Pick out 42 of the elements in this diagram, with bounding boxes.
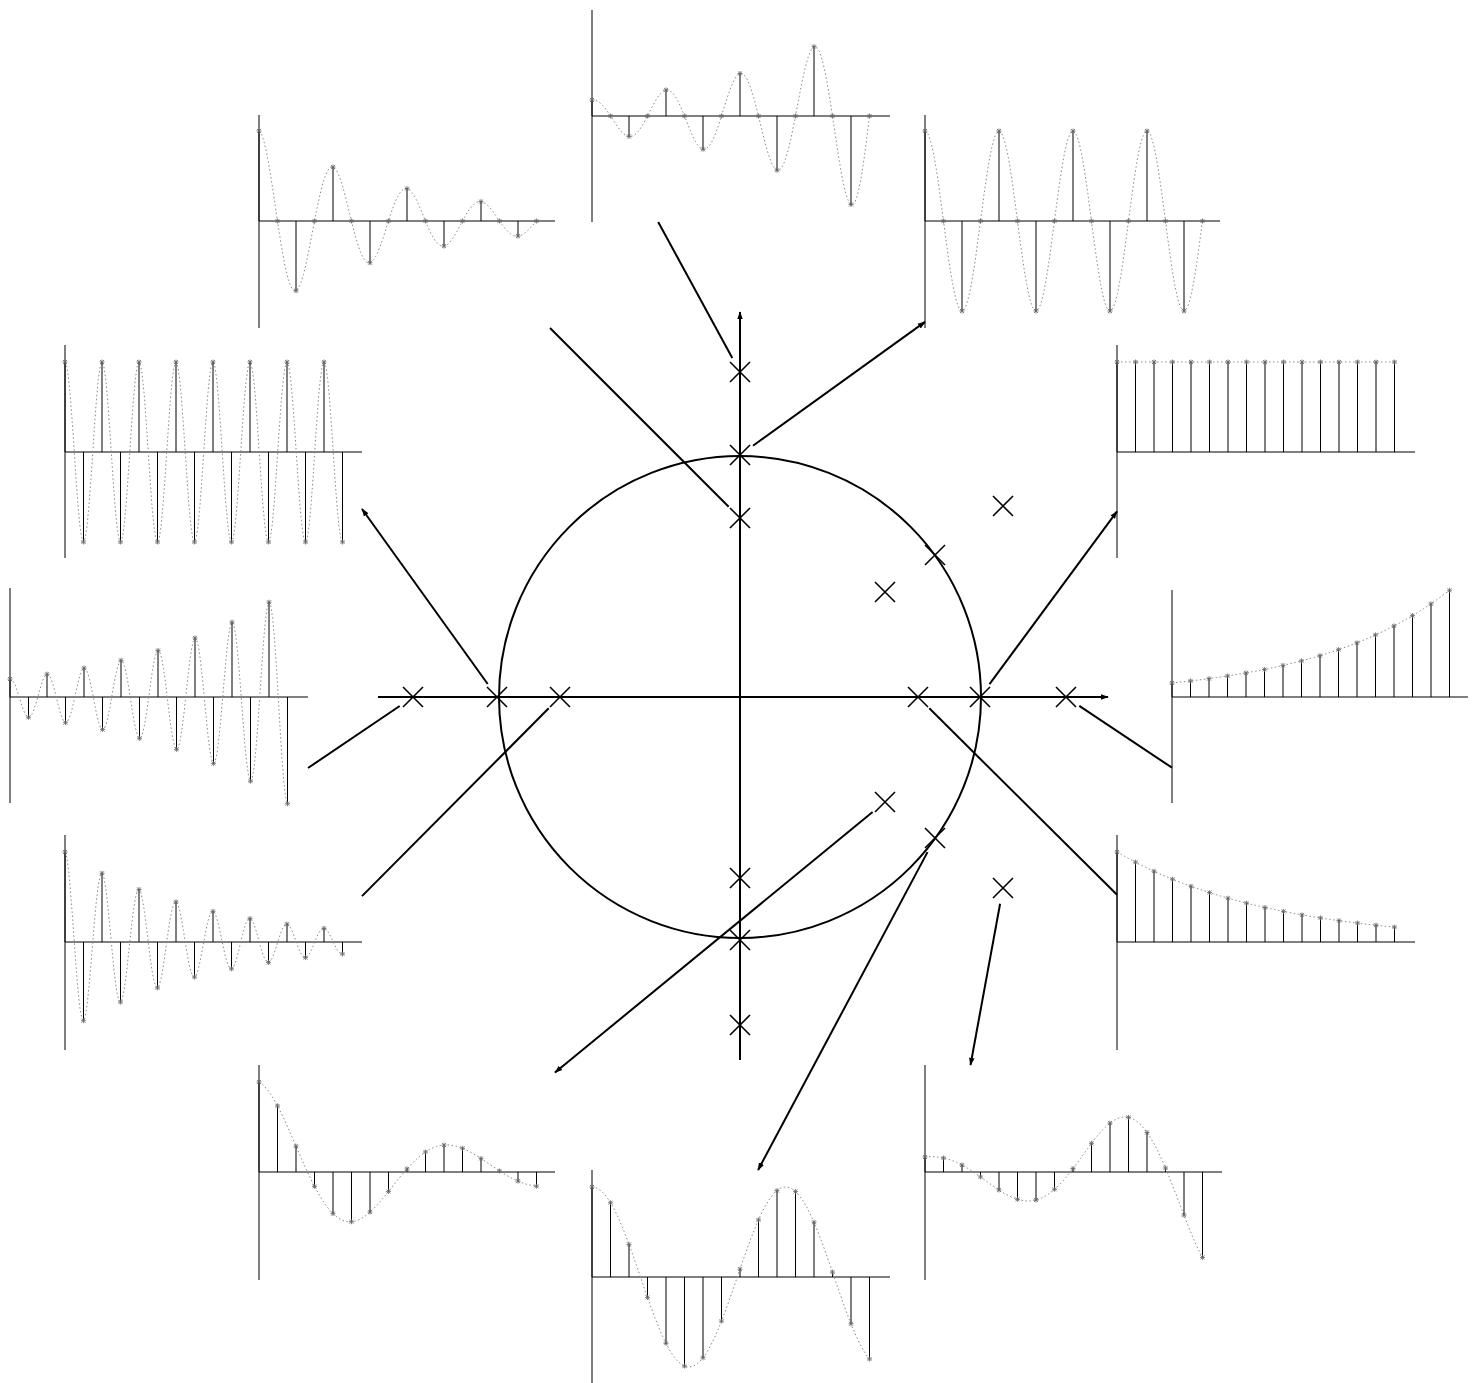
pole-marker <box>969 686 991 708</box>
pole-marker <box>729 1014 751 1036</box>
pole-marker <box>874 791 896 813</box>
stem-plot-drawing <box>589 9 891 223</box>
stem-plot-drawing <box>7 587 309 807</box>
connector-line <box>928 707 1118 896</box>
arrow <box>554 811 874 1074</box>
connector-line <box>657 221 734 359</box>
pole-marker <box>729 444 751 466</box>
stem-plot-drawing <box>256 1064 556 1281</box>
connector-line <box>549 327 730 508</box>
arrow <box>752 320 926 447</box>
pole-marker <box>486 686 508 708</box>
stem-plot-drawing <box>1114 344 1416 559</box>
arrow <box>988 510 1118 686</box>
pole-marker <box>549 686 571 708</box>
arrow <box>757 851 929 1171</box>
stem-plot-drawing <box>922 114 1221 329</box>
connector-line <box>307 705 401 769</box>
pole-marker <box>729 507 751 529</box>
pole-marker <box>924 827 946 849</box>
pole-marker <box>402 686 424 708</box>
stem-plot-drawing <box>922 1064 1223 1281</box>
stem-plot-drawing <box>1114 834 1416 1051</box>
stem-plot-drawing <box>62 834 363 1051</box>
pole-marker <box>729 929 751 951</box>
arrow <box>969 902 1002 1066</box>
arrow <box>361 508 489 685</box>
pole-marker <box>992 495 1014 517</box>
pole-marker <box>1055 686 1077 708</box>
stem-plot-drawing <box>62 344 363 559</box>
stem-plot-drawing <box>256 114 556 329</box>
stem-plot-drawing <box>1169 587 1469 804</box>
pole-marker <box>729 867 751 889</box>
connector-line <box>361 707 550 898</box>
pole-marker <box>729 361 751 383</box>
pole-marker <box>874 581 896 603</box>
connector-line <box>1078 704 1173 769</box>
pole-marker <box>924 544 946 566</box>
pole-marker <box>992 877 1014 899</box>
pole-marker <box>907 686 929 708</box>
stem-plot-drawing <box>589 1169 891 1383</box>
